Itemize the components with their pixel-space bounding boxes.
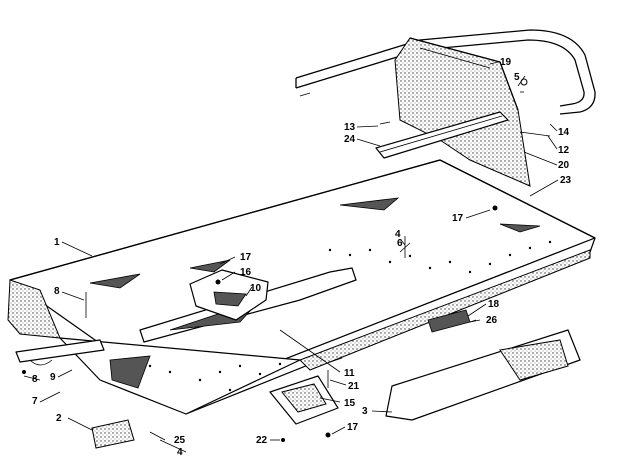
callout-20: 20 (558, 160, 570, 171)
callout-17: 17 (452, 213, 464, 224)
flap-bracket (375, 111, 509, 159)
callout-1: 1 (54, 237, 60, 248)
hitch-bracket (189, 269, 269, 321)
hitch-plate (269, 375, 339, 425)
callout-15: 15 (344, 398, 356, 409)
callout-17: 17 (347, 422, 359, 433)
tunnel-side-right (179, 237, 596, 415)
tunnel-side-left (7, 279, 301, 415)
callout-21: 21 (348, 381, 360, 392)
callout-17: 17 (240, 252, 252, 263)
rivet-holes (148, 240, 552, 392)
callout-10: 10 (250, 283, 262, 294)
running-board (385, 329, 581, 421)
reflector-left (91, 419, 135, 449)
callout-4: 4 (177, 447, 183, 458)
callout-24: 24 (344, 134, 356, 145)
callout-12: 12 (558, 145, 570, 156)
callout-7: 7 (32, 396, 38, 407)
leader-lines (23, 61, 559, 453)
callout-22: 22 (256, 435, 268, 446)
callout-labels: 1 2 3 4 4 5 6 7 8 8 9 10 11 12 13 14 15 … (32, 57, 572, 458)
callout-14: 14 (558, 127, 570, 138)
callout-23: 23 (560, 175, 572, 186)
callout-25: 25 (174, 435, 186, 446)
callout-8: 8 (54, 286, 60, 297)
callout-16: 16 (240, 267, 252, 278)
callout-19: 19 (500, 57, 512, 68)
snow-flap (394, 37, 531, 187)
callout-18: 18 (488, 299, 500, 310)
bumper-bracket-left (15, 339, 105, 366)
callout-8: 8 (32, 374, 38, 385)
rear-bumper-rail (295, 29, 596, 115)
callout-4: 4 (395, 229, 401, 240)
callout-13: 13 (344, 122, 356, 133)
callout-26: 26 (486, 315, 498, 326)
callout-9: 9 (50, 372, 56, 383)
callout-6: 6 (397, 238, 403, 249)
callout-3: 3 (362, 406, 368, 417)
callout-2: 2 (56, 413, 62, 424)
callout-5: 5 (514, 72, 520, 83)
callout-11: 11 (344, 368, 355, 379)
